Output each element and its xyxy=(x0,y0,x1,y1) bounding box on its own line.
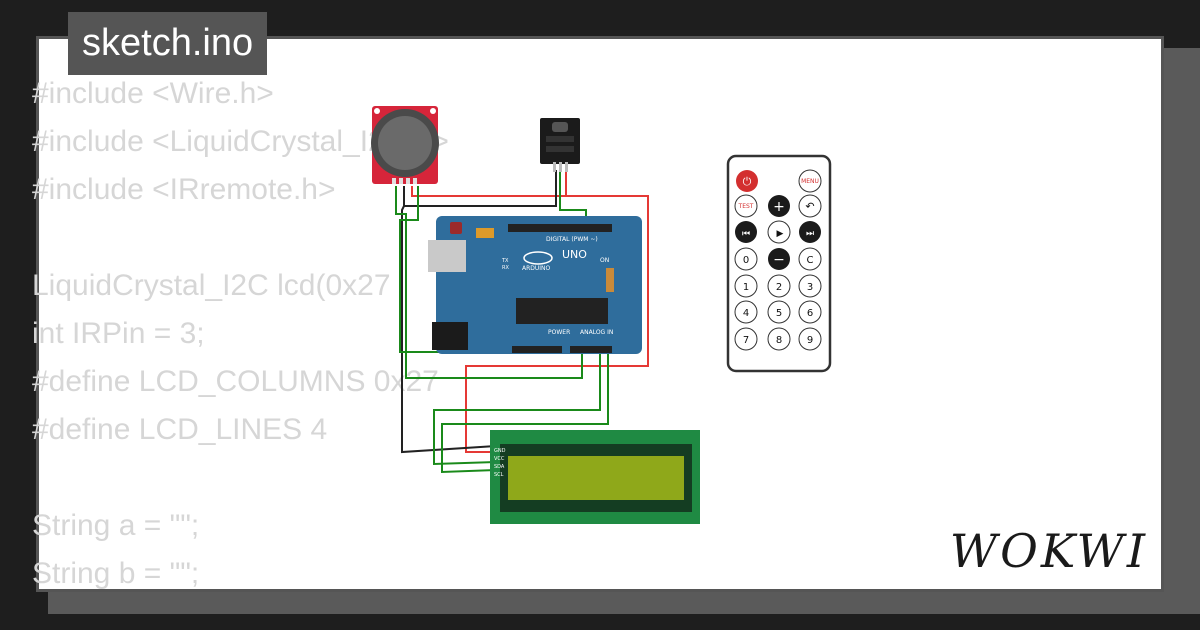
usb-port xyxy=(428,240,466,272)
remote-key: 9 xyxy=(807,335,813,346)
lcd-pin-label: VCC xyxy=(494,456,505,462)
code-line: String b = ""; xyxy=(32,557,200,590)
arduino-uno-board[interactable]: DIGITAL (PWM ~) UNO ARDUINO POWER ANALOG… xyxy=(428,216,642,354)
code-line: #define LCD_COLUMNS 0x27 xyxy=(32,365,439,398)
tx-label: TX xyxy=(501,258,509,264)
digital-header xyxy=(508,224,612,232)
remote-key: 6 xyxy=(807,308,813,319)
board-name: UNO xyxy=(562,248,587,261)
power-icon: ⏻ xyxy=(743,175,752,188)
lcd-pin-label: SCL xyxy=(494,472,504,478)
test-label: TEST xyxy=(738,203,754,210)
prev-icon: ⏮ xyxy=(742,229,750,239)
menu-label: MENU xyxy=(801,178,819,185)
remote-digits: 1 2 3 4 5 6 7 8 9 xyxy=(734,274,822,351)
back-icon: ↶ xyxy=(805,200,814,213)
arduino-logo-icon xyxy=(523,251,553,265)
remote-key: 3 xyxy=(807,282,813,293)
code-line: #include <IRremote.h> xyxy=(32,173,336,206)
remote-key: 0 xyxy=(743,255,749,266)
ir-remote[interactable]: ⏻ MENU TEST + ↶ ⏮ ▶ ⏭ 0 − C xyxy=(726,154,832,373)
digital-label: DIGITAL (PWM ~) xyxy=(546,236,598,243)
wire-green xyxy=(441,350,609,474)
rx-label: RX xyxy=(502,265,509,271)
power-button xyxy=(736,170,758,192)
remote-key: 4 xyxy=(743,308,749,319)
on-label: ON xyxy=(600,257,609,264)
code-line: LiquidCrystal_I2C lcd(0x27 xyxy=(32,269,391,302)
board-brand: ARDUINO xyxy=(522,265,551,272)
reset-button xyxy=(450,222,462,234)
remote-row-3: ⏮ ▶ ⏭ xyxy=(735,220,821,244)
ir-receiver[interactable] xyxy=(540,118,580,172)
code-line: #define LCD_LINES 4 xyxy=(32,413,328,446)
atmega-chip xyxy=(516,298,608,324)
wire-black xyxy=(403,170,557,207)
analog-label: ANALOG IN xyxy=(580,329,613,336)
wokwi-logo: WOKWI xyxy=(949,524,1148,578)
code-line: #include <Wire.h> xyxy=(32,77,274,110)
remote-key: 7 xyxy=(743,335,749,346)
analog-header xyxy=(570,346,612,353)
power-header xyxy=(512,346,562,353)
lcd-pin-label: GND xyxy=(494,448,506,454)
remote-key: C xyxy=(807,255,814,266)
wire-green xyxy=(395,186,583,379)
remote-key: 1 xyxy=(743,282,749,293)
lcd-display[interactable]: GND VCC SDA SCL xyxy=(490,430,700,524)
code-line: int IRPin = 3; xyxy=(32,317,205,350)
code-line: String a = ""; xyxy=(32,509,200,542)
menu-button xyxy=(798,169,822,193)
wire-red xyxy=(411,186,649,453)
remote-key: 8 xyxy=(776,335,782,346)
power-label: POWER xyxy=(548,329,570,336)
remote-row-2: TEST + ↶ xyxy=(734,194,822,218)
remote-key: 2 xyxy=(776,282,782,293)
wires xyxy=(395,170,649,474)
power-jack xyxy=(432,322,468,350)
lcd-pin-label: SDA xyxy=(494,464,505,470)
minus-icon: − xyxy=(773,252,785,268)
next-icon: ⏭ xyxy=(806,229,814,239)
wire-black xyxy=(401,205,497,454)
play-icon: ▶ xyxy=(777,229,784,239)
joystick-module[interactable] xyxy=(371,106,439,184)
remote-key: 5 xyxy=(776,308,782,319)
remote-row-4: 0 − C xyxy=(734,247,822,271)
code-preview: #include <Wire.h>#include <LiquidCrystal… xyxy=(32,70,449,598)
wire-green xyxy=(433,350,601,466)
file-tab[interactable]: sketch.ino xyxy=(68,12,268,75)
plus-icon: + xyxy=(773,199,785,215)
